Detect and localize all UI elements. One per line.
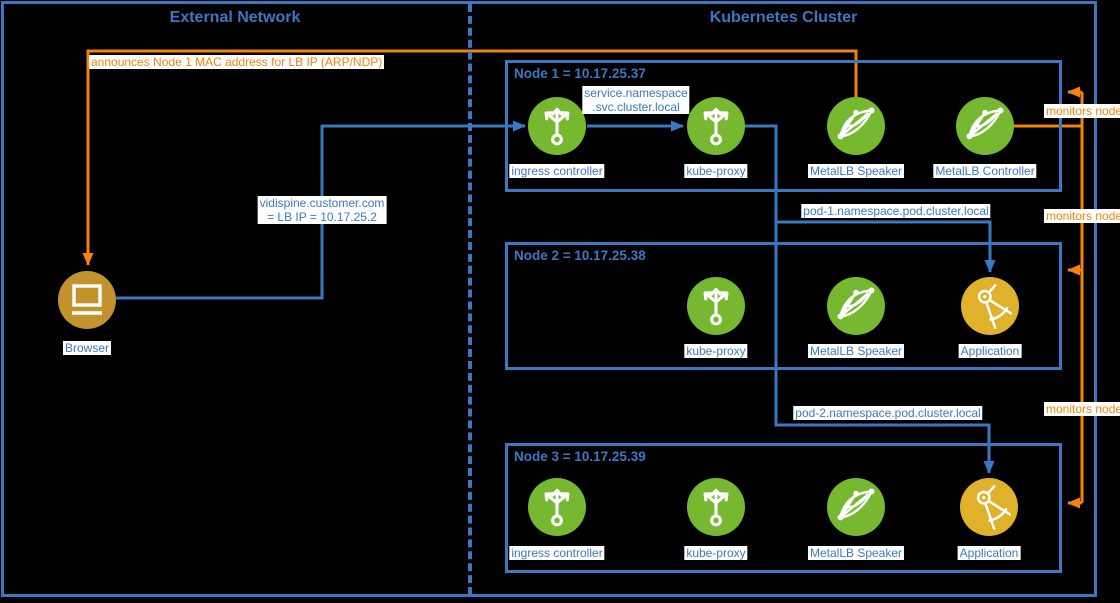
kubernetes-cluster-header: Kubernetes Cluster (709, 9, 858, 26)
metallb-icon (837, 287, 875, 320)
announce-edge-label: announces Node 1 MAC address for LB IP (… (89, 55, 385, 69)
application-compass-icon (976, 485, 1011, 530)
kube-proxy-icon (544, 488, 570, 527)
lb-ip-line1: vidispine.customer.com (259, 196, 385, 210)
component-label: Application (958, 344, 1022, 358)
edge-kubeproxy-to-pod2 (745, 124, 995, 474)
kube-proxy-icon (703, 287, 729, 326)
browser-monitor-icon (72, 284, 102, 315)
node1-metallb-controller (956, 97, 1014, 155)
component-label: MetalLB Speaker (807, 344, 905, 358)
node1-metallb-speaker (827, 97, 885, 155)
lb-ip-line2: = LB IP = 10.17.25.2 (267, 210, 377, 224)
component-label: kube-proxy (684, 546, 748, 560)
node2-metallb-speaker (827, 277, 885, 335)
component-label: ingress controller (509, 164, 605, 178)
lb-ip-edge-label: vidispine.customer.com = LB IP = 10.17.2… (257, 196, 387, 224)
service-dns-line1: service.namespace (584, 86, 688, 100)
node3-application (960, 478, 1018, 536)
component-label: MetalLB Speaker (807, 546, 905, 560)
node1-ingress-controller (528, 97, 586, 155)
component-label: MetalLB Speaker (807, 164, 905, 178)
node2-application (961, 277, 1019, 335)
monitors-node1-label: monitors node (1044, 104, 1120, 118)
component-label: kube-proxy (684, 344, 748, 358)
node3-metallb-speaker (827, 478, 885, 536)
kube-proxy-icon (544, 107, 570, 146)
node-2-title: Node 2 = 10.17.25.38 (514, 248, 646, 263)
network-boundary-dashed-line (468, 4, 472, 595)
node-3-box: Node 3 = 10.17.25.39 (505, 443, 1062, 573)
browser-node (58, 271, 116, 329)
metallb-icon (837, 488, 875, 521)
service-dns-line2: .svc.cluster.local (592, 100, 680, 114)
component-label: ingress controller (509, 546, 605, 560)
browser-label: Browser (62, 341, 112, 355)
node1-kube-proxy (687, 97, 745, 155)
component-label: Application (957, 546, 1021, 560)
node-3-title: Node 3 = 10.17.25.39 (514, 449, 646, 464)
kube-proxy-icon (703, 488, 729, 527)
node-1-title: Node 1 = 10.17.25.37 (514, 66, 646, 81)
monitors-node2-label: monitors node (1044, 209, 1120, 223)
external-network-header: External Network (169, 9, 301, 26)
monitors-node3-label: monitors node (1044, 402, 1120, 416)
node3-ingress-controller (528, 478, 586, 536)
component-label: kube-proxy (684, 164, 748, 178)
service-dns-edge-label: service.namespace .svc.cluster.local (582, 86, 690, 114)
application-compass-icon (977, 284, 1012, 329)
node-1-box: Node 1 = 10.17.25.37 (505, 60, 1062, 192)
kube-proxy-icon (703, 107, 729, 146)
edge-speaker-announce-to-browser (82, 49, 858, 266)
node3-kube-proxy (687, 478, 745, 536)
pod1-dns-edge-label: pod-1.namespace.pod.cluster.local (801, 204, 991, 218)
metallb-icon (966, 107, 1004, 140)
diagram-outer-border (1, 1, 1097, 597)
edge-kubeproxy-to-pod1 (776, 220, 996, 273)
metallb-icon (837, 107, 875, 140)
component-label: MetalLB Controller (933, 164, 1037, 178)
node-2-box: Node 2 = 10.17.25.38 (505, 242, 1062, 370)
pod2-dns-edge-label: pod-2.namespace.pod.cluster.local (793, 406, 983, 420)
node2-kube-proxy (687, 277, 745, 335)
